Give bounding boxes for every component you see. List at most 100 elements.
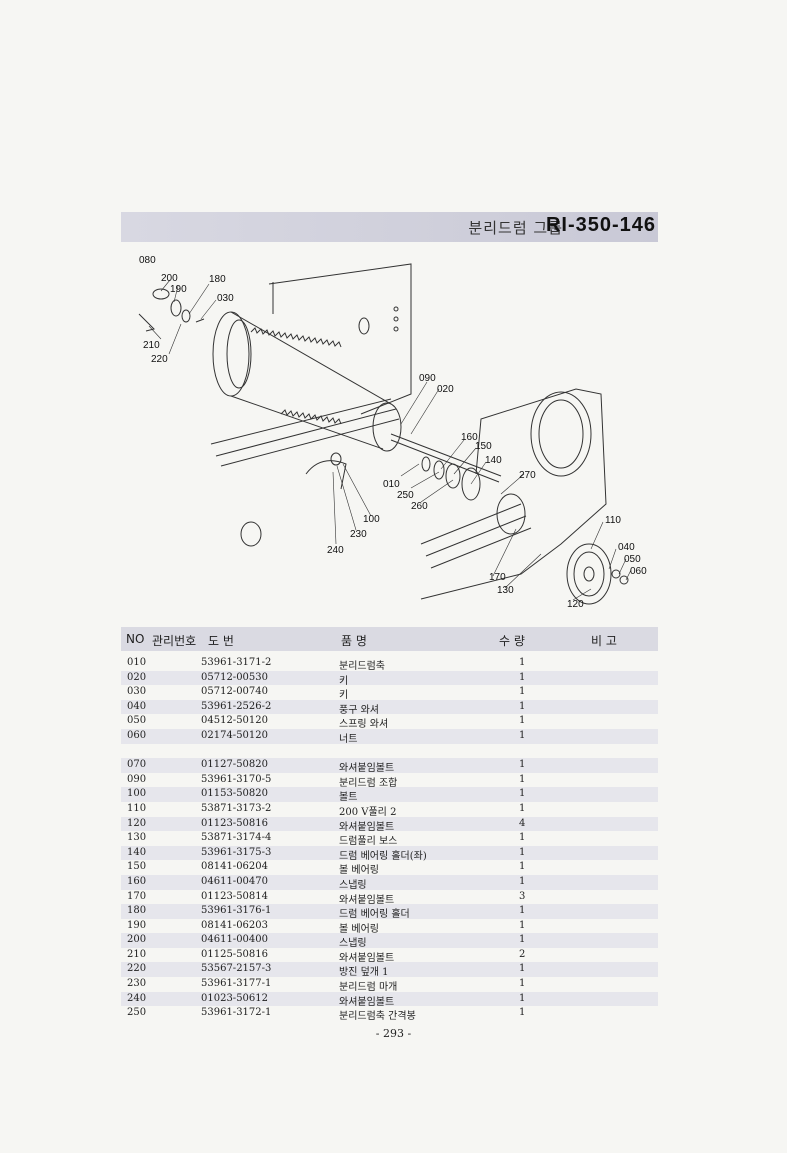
cell-dwg: 53961-3176-1	[201, 905, 272, 917]
callout-040: 040	[618, 542, 635, 553]
cell-name: 키	[339, 675, 349, 687]
cell-name: 와셔붙임볼트	[339, 952, 395, 964]
callout-230: 230	[350, 529, 367, 540]
cell-no: 220	[127, 963, 147, 975]
callout-030: 030	[217, 293, 234, 304]
parts-table-header: NO 관리번호 도 번 품 명 수 량 비 고	[121, 627, 658, 651]
cell-name: 와셔붙임볼트	[339, 996, 395, 1008]
cell-name: 분리드럼축	[339, 661, 385, 672]
cell-no: 250	[127, 1007, 147, 1019]
cell-dwg: 01127-50820	[201, 759, 269, 771]
cell-name: 볼트	[339, 792, 358, 804]
group-header: 분리드럼 그룹 RI-350-146	[121, 212, 658, 242]
cell-no: 140	[127, 846, 147, 858]
callout-140: 140	[485, 455, 502, 466]
cell-dwg: 08141-06203	[201, 919, 269, 931]
cell-name: 분리드럼 조합	[339, 777, 398, 789]
cell-qty: 1	[519, 832, 526, 844]
callout-260: 260	[411, 501, 428, 512]
cell-name: 와셔붙임볼트	[339, 894, 395, 906]
cell-no: 120	[127, 817, 147, 829]
cell-dwg: 02174-50120	[201, 729, 269, 741]
cell-no: 090	[127, 773, 147, 785]
table-row: 230 53961-3177-1 분리드럼 마개 1	[121, 977, 658, 994]
cell-dwg: 05712-00740	[201, 686, 269, 698]
cell-qty: 1	[519, 934, 526, 946]
cell-qty: 1	[519, 846, 526, 858]
cell-qty: 1	[519, 802, 526, 814]
cell-dwg: 53961-3171-2	[201, 657, 272, 668]
cell-qty: 1	[519, 686, 526, 698]
callout-100: 100	[363, 514, 380, 525]
cell-dwg: 53961-3172-1	[201, 1007, 272, 1019]
cell-dwg: 04611-00400	[201, 934, 269, 946]
callout-170: 170	[489, 572, 506, 583]
callout-120: 120	[567, 599, 584, 610]
callout-220: 220	[151, 354, 168, 365]
callout-130: 130	[497, 585, 514, 596]
callout-200: 200	[161, 273, 178, 284]
cell-name: 분리드럼축 간격봉	[339, 1011, 416, 1023]
callout-210: 210	[143, 340, 160, 351]
group-code: RI-350-146	[545, 214, 656, 236]
cell-dwg: 53961-2526-2	[201, 700, 272, 712]
callout-150: 150	[475, 441, 492, 452]
cell-no: 190	[127, 919, 147, 931]
cell-qty: 1	[519, 978, 526, 990]
cell-name: 드럼 베어링 홀더	[339, 909, 410, 921]
cell-name: 너트	[339, 733, 358, 745]
cell-name: 방진 덮개 1	[339, 967, 389, 979]
col-no: NO	[126, 632, 145, 646]
callout-160: 160	[461, 432, 478, 443]
cell-no: 180	[127, 905, 147, 917]
cell-dwg: 53961-3177-1	[201, 978, 272, 990]
cell-qty: 1	[519, 773, 526, 785]
cell-dwg: 53871-3174-4	[201, 832, 272, 844]
cell-name: 스프링 와셔	[339, 719, 389, 731]
cell-no: 240	[127, 992, 147, 1004]
cell-qty: 1	[519, 657, 526, 668]
cell-qty: 1	[519, 861, 526, 873]
cell-name: 볼 베어링	[339, 865, 379, 877]
cell-dwg: 01023-50612	[201, 992, 269, 1004]
cell-dwg: 04512-50120	[201, 715, 269, 727]
cell-qty: 1	[519, 919, 526, 931]
callout-180: 180	[209, 274, 226, 285]
cell-qty: 1	[519, 729, 526, 741]
cell-name: 스냅링	[339, 879, 367, 891]
cell-dwg: 53871-3173-2	[201, 802, 272, 814]
cell-name: 스냅링	[339, 938, 367, 950]
cell-qty: 1	[519, 788, 526, 800]
cell-name: 와셔붙임볼트	[339, 821, 395, 833]
cell-dwg: 08141-06204	[201, 861, 269, 873]
cell-dwg: 01125-50816	[201, 948, 269, 960]
page-number: - 293 -	[375, 1027, 412, 1040]
cell-no: 030	[127, 686, 147, 698]
cell-no: 050	[127, 715, 147, 727]
cell-name: 분리드럼 마개	[339, 982, 398, 994]
table-row: 150 08141-06204 볼 베어링 1	[121, 860, 658, 877]
cell-dwg: 53961-3175-3	[201, 846, 272, 858]
cell-name: 200 V풀리 2	[339, 806, 397, 818]
cell-no: 070	[127, 759, 147, 771]
callout-250: 250	[397, 490, 414, 501]
cell-qty: 4	[519, 817, 526, 829]
cell-no: 150	[127, 861, 147, 873]
cell-no: 230	[127, 978, 147, 990]
callout-240: 240	[327, 545, 344, 556]
cell-dwg: 04611-00470	[201, 875, 269, 887]
